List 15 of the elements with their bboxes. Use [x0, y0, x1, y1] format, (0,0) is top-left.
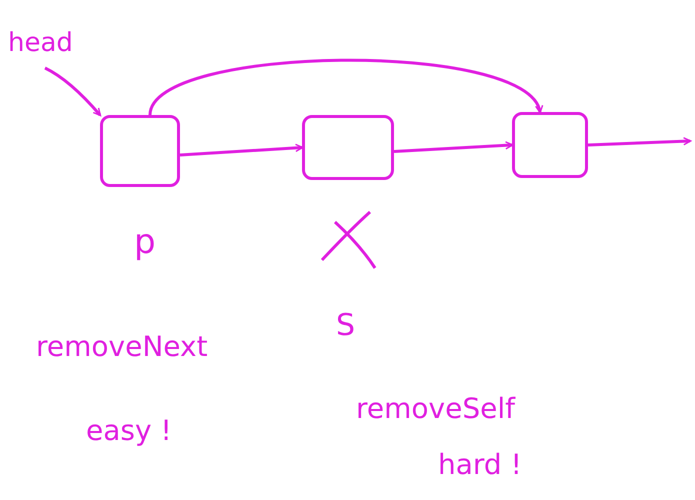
note: removeSelf — [356, 392, 515, 425]
note: removeNext — [36, 330, 208, 363]
node-box — [100, 115, 180, 187]
head-label: head — [8, 28, 78, 68]
arrow — [148, 58, 542, 116]
note: easy ! — [86, 414, 172, 447]
arrow — [44, 66, 102, 116]
arrow — [394, 141, 514, 153]
pointer-label: p — [134, 222, 156, 262]
arrow — [180, 144, 304, 156]
self-label: S — [336, 308, 356, 343]
node-box — [302, 115, 394, 180]
note: hard ! — [438, 448, 522, 481]
node-box — [512, 112, 588, 178]
arrow — [588, 137, 692, 146]
